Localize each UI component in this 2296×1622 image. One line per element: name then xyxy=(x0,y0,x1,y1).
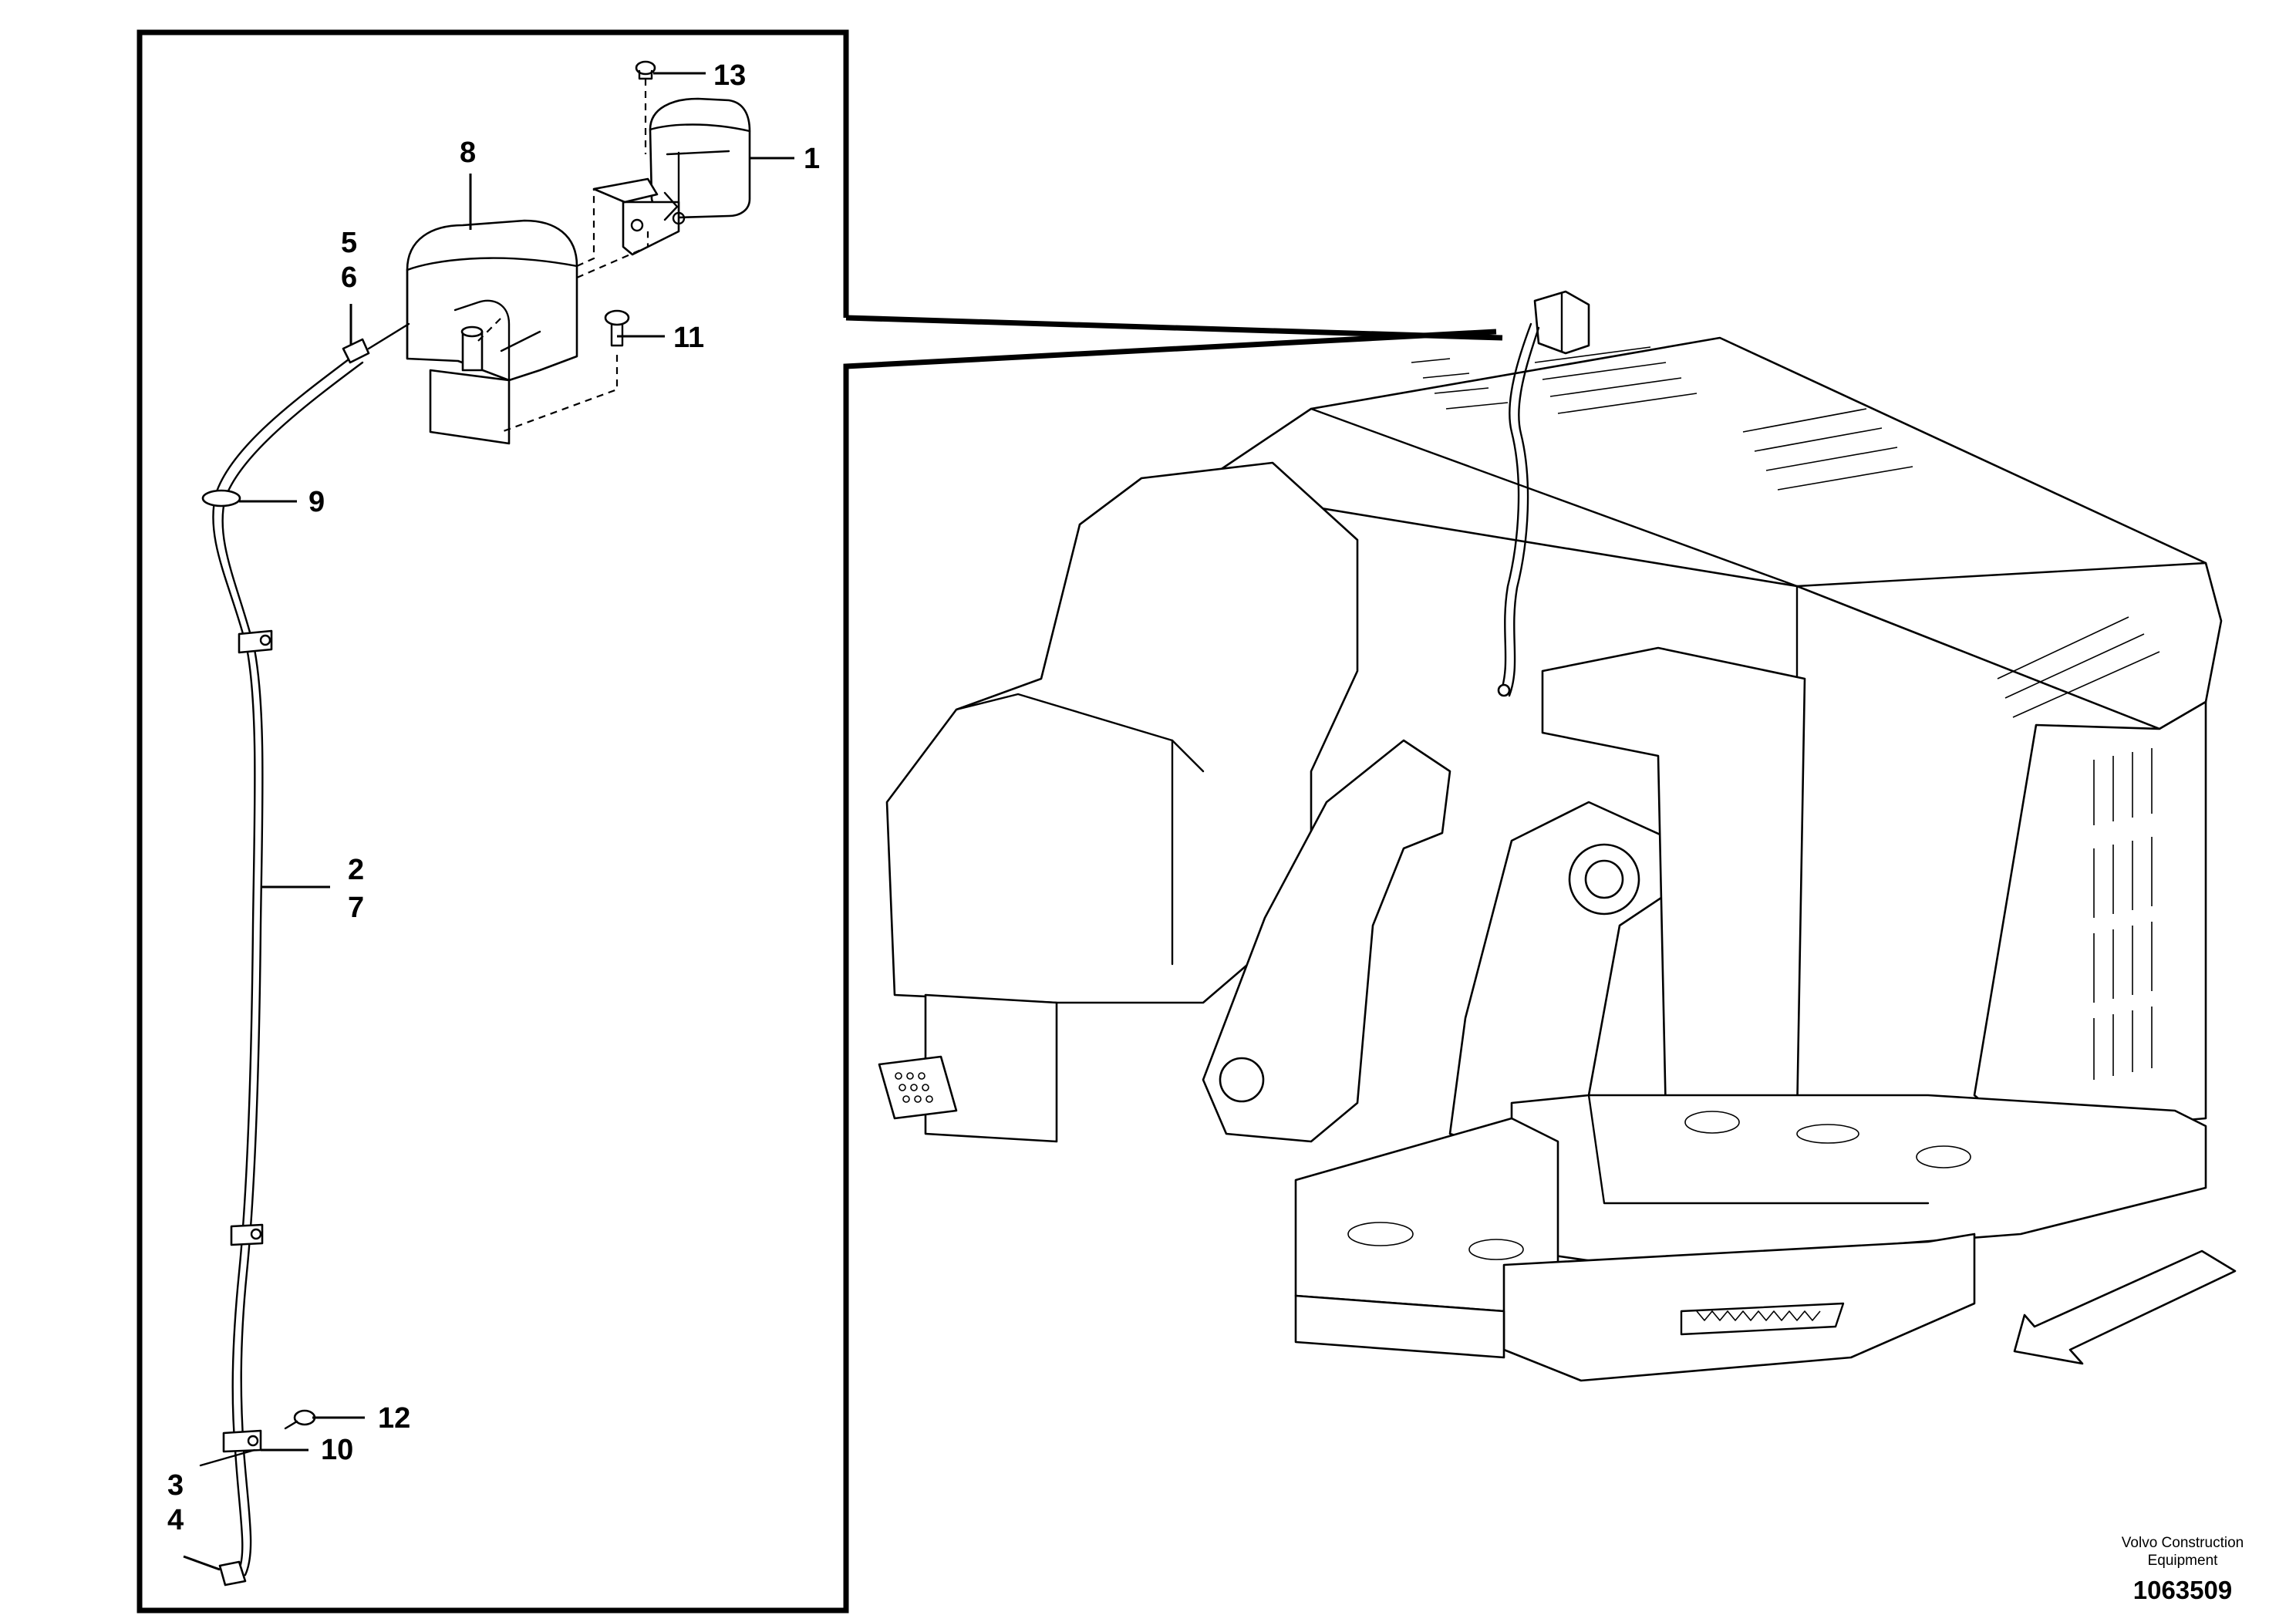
drawing-number: 1063509 xyxy=(2133,1576,2232,1604)
callout-1: 1 xyxy=(804,143,820,175)
company-name-line1: Volvo Construction xyxy=(2122,1535,2244,1551)
work-lamp-assembly xyxy=(199,60,751,1587)
leader-lines xyxy=(183,72,794,1571)
callout-8: 8 xyxy=(460,137,476,169)
louvers xyxy=(2093,748,2153,1080)
callout-13: 13 xyxy=(713,59,746,92)
callout-7: 7 xyxy=(348,892,364,924)
top-grilles xyxy=(1411,346,2160,718)
callout-4: 4 xyxy=(167,1504,184,1536)
callout-labels: 13 1 8 5 6 11 9 2 7 12 10 3 4 xyxy=(167,59,820,1536)
drawing-footer: Volvo Construction Equipment 1063509 xyxy=(2122,1535,2244,1604)
callout-11: 11 xyxy=(673,322,704,354)
callout-5: 5 xyxy=(341,227,357,259)
callout-6: 6 xyxy=(341,261,357,294)
step-holes xyxy=(895,1072,933,1103)
callout-10: 10 xyxy=(321,1434,353,1466)
company-name-line2: Equipment xyxy=(2148,1553,2219,1569)
callout-2: 2 xyxy=(348,854,364,886)
callout-3: 3 xyxy=(167,1469,184,1502)
callout-12: 12 xyxy=(378,1402,410,1435)
callout-9: 9 xyxy=(308,486,325,518)
detail-frame xyxy=(137,29,1503,1614)
mounted-work-lamp xyxy=(1497,290,1590,697)
machine-frame xyxy=(878,336,2223,1382)
direction-arrow xyxy=(2013,1249,2237,1365)
